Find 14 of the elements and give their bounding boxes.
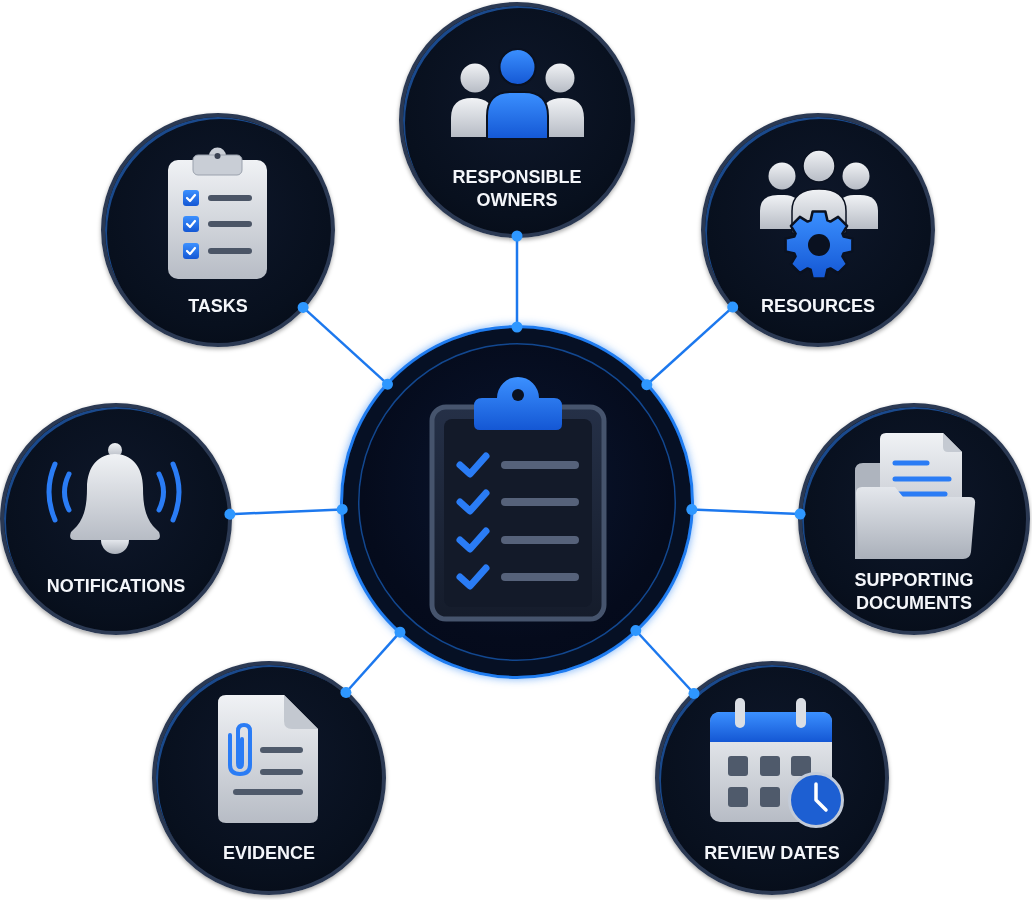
topic-label: RESOURCES (761, 294, 875, 318)
connector-line (630, 625, 700, 699)
connector-line (686, 504, 806, 520)
topic-label: EVIDENCE (223, 841, 315, 865)
topic-label: TASKS (188, 294, 248, 318)
connector-line (224, 503, 348, 520)
topic-label: NOTIFICATIONS (46, 575, 186, 598)
connector-line (641, 301, 739, 391)
topic-label: RESPONSIBLE OWNERS (452, 165, 582, 212)
connector-line (511, 230, 523, 333)
topic-label: REVIEW DATES (704, 841, 840, 865)
connector-line (340, 626, 406, 698)
topic-label: SUPPORTING DOCUMENTS (854, 569, 974, 616)
connector-line (297, 301, 393, 390)
